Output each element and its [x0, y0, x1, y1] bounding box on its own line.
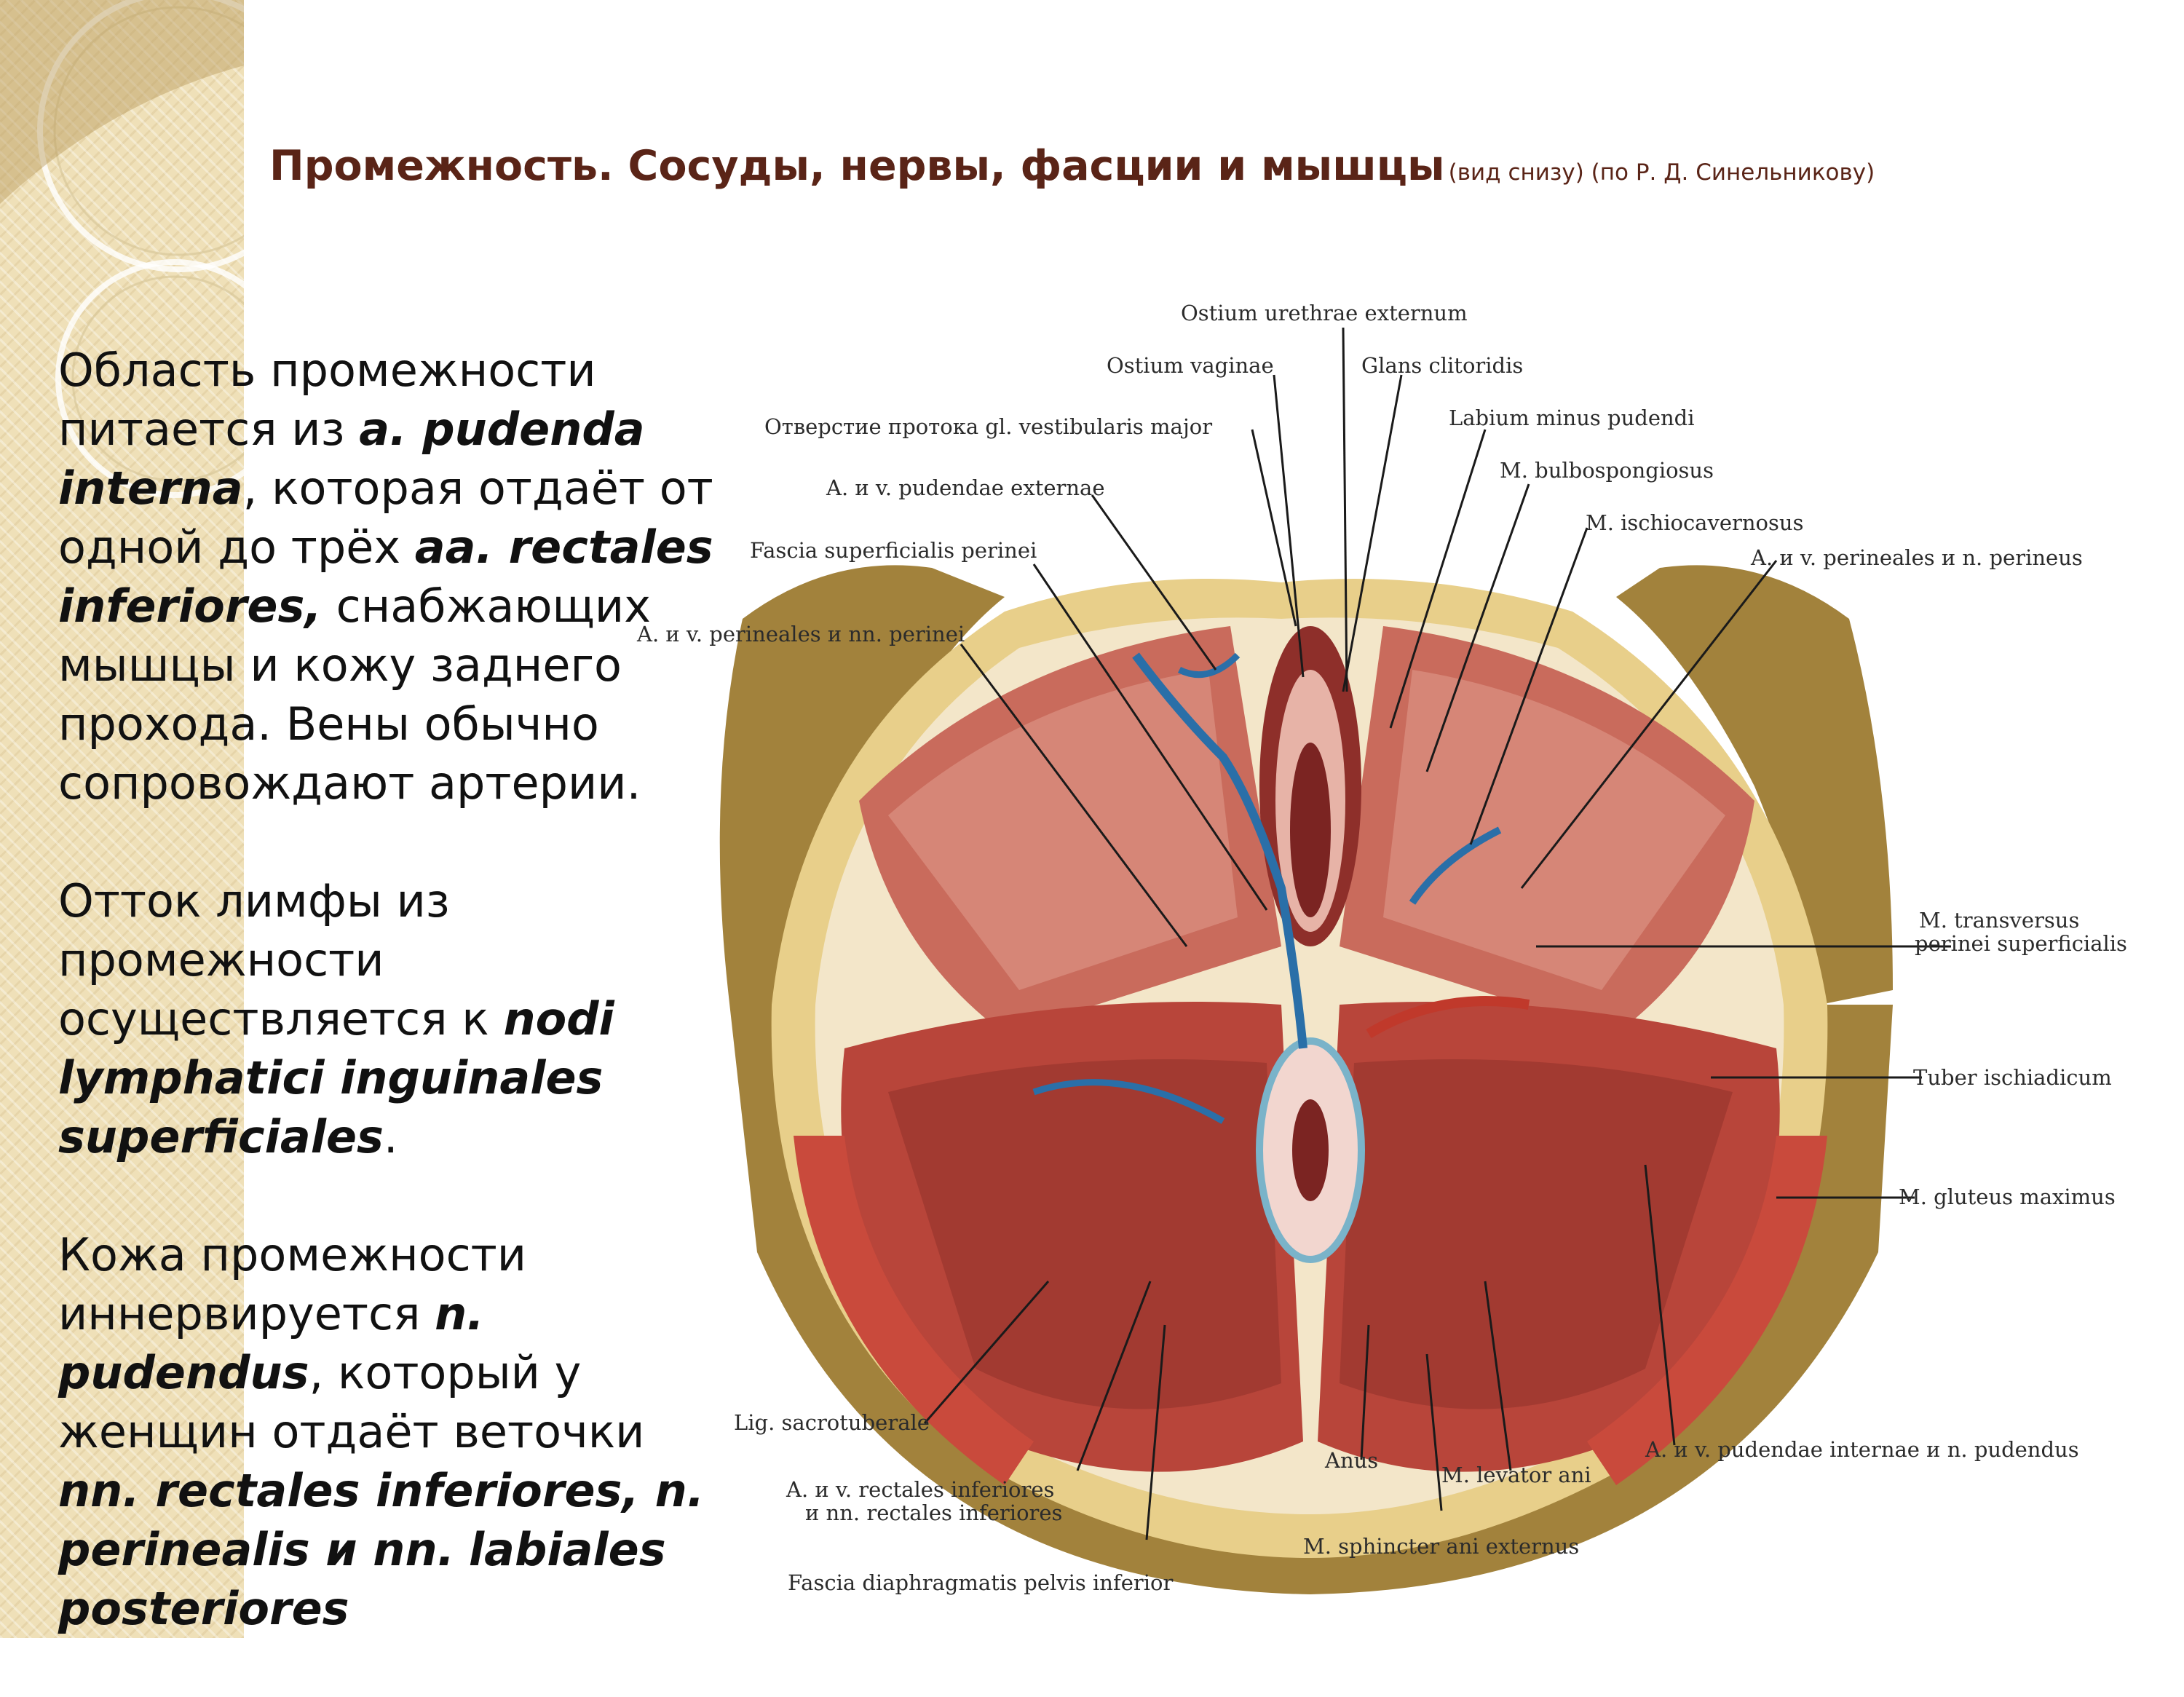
label-anus: Anus — [1325, 1448, 1379, 1473]
paragraph-lymph: Отток лимфы из промежности осуществляетс… — [58, 871, 713, 1166]
label-glans-clitoridis: Glans clitoridis — [1361, 353, 1524, 378]
label-gluteus-maximus: M. gluteus maximus — [1899, 1184, 2116, 1209]
label-perineales-right: A. и v. perineales и n. perineus — [1751, 545, 2083, 570]
label-pudendae-externae: A. и v. pudendae externae — [826, 475, 1105, 500]
label-rectales-2: и nn. rectales inferiores — [805, 1500, 1063, 1525]
text-span: Область промежности питается из — [58, 344, 596, 456]
label-perineales-left: A. и v. perineales и nn. perinei — [637, 622, 965, 646]
label-tuber-ischiadicum: Tuber ischiadicum — [1913, 1065, 2112, 1090]
paragraph-innervation: Кожа промежности иннервируется n. pudend… — [58, 1225, 713, 1638]
paragraph-blood-supply: Область промежности питается из a. puden… — [58, 341, 713, 812]
label-bulbospongiosus: M. bulbospongiosus — [1500, 458, 1714, 483]
description-text: Область промежности питается из a. puden… — [58, 341, 713, 1697]
decorative-circles — [0, 0, 244, 498]
term: nn. rectales inferiores, n. perinealis и… — [58, 1464, 705, 1576]
decorative-side-panel — [0, 0, 244, 1638]
label-pudendae-internae: A. и v. pudendae internae и n. pudendus — [1645, 1437, 2079, 1462]
label-levator-ani: M. levator ani — [1441, 1463, 1591, 1487]
label-fascia-diaphragmatis: Fascia diaphragmatis pelvis inferior — [788, 1570, 1174, 1595]
label-rectales-1: A. и v. rectales inferiores — [786, 1477, 1055, 1502]
label-transversus-1: M. transversus — [1919, 908, 2080, 933]
term: n. pudendus — [58, 1287, 484, 1399]
text-span: , который у женщин отдаёт веточки — [58, 1346, 645, 1458]
anatomy-illustration: Ostium urethrae externum Ostium vaginae … — [626, 277, 2184, 1638]
text-span: , которая отдаёт от одной до трёх — [58, 462, 713, 574]
term: aa. rectales inferiores, — [58, 521, 713, 633]
term: labiales posteriores — [58, 1523, 666, 1635]
label-sphincter-ani: M. sphincter ani externus — [1303, 1534, 1580, 1559]
title-main: Промежность. Сосуды, нервы, фасции и мыш… — [269, 142, 1445, 190]
label-ostium-urethrae: Ostium urethrae externum — [1181, 301, 1468, 325]
label-sacrotuberale: Lig. sacrotuberale — [734, 1410, 930, 1435]
label-ostium-vaginae: Ostium vaginae — [1107, 353, 1274, 378]
term: nodi lymphatici inguinales superficiales — [58, 992, 614, 1163]
text-span: . — [383, 1110, 398, 1163]
label-fascia-superficialis: Fascia superficialis perinei — [750, 538, 1037, 563]
text-span: снабжающих мышцы и кожу заднего прохода.… — [58, 579, 651, 810]
text-span: Кожа промежности иннервируется — [58, 1228, 527, 1340]
label-ischiocavernosus: M. ischiocavernosus — [1586, 510, 1804, 535]
label-transversus-2: perinei superficialis — [1915, 931, 2127, 956]
term: a. pudenda interna — [58, 403, 645, 515]
title-subtitle: (вид снизу) (по Р. Д. Синельникову) — [1448, 159, 1875, 186]
label-labium-minus: Labium minus pudendi — [1449, 406, 1695, 430]
text-span: Отток лимфы из промежности осуществляетс… — [58, 874, 504, 1045]
label-gland-duct-opening: Отверстие протока gl. vestibularis major — [764, 414, 1213, 439]
page-title: Промежность. Сосуды, нервы, фасции и мыш… — [269, 142, 2162, 190]
perineum-drawing — [719, 327, 1951, 1594]
